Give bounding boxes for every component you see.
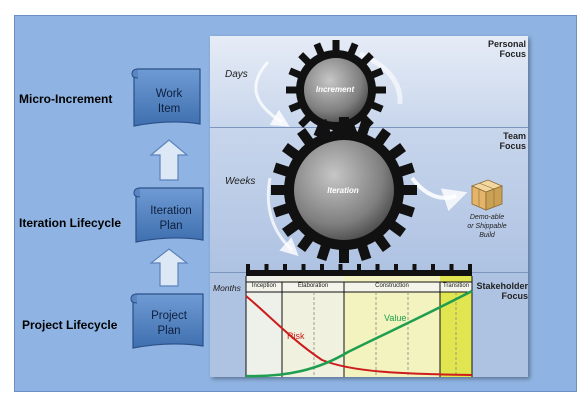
rail-tooth: [357, 264, 361, 272]
team-focus-line-1: Team: [503, 131, 526, 141]
weeks-label: Weeks: [225, 176, 256, 187]
work-item-line-1: Work: [155, 88, 183, 100]
rail-tooth: [449, 264, 454, 272]
phase-construction: Construction: [375, 283, 409, 289]
build-box-icon: [470, 179, 504, 211]
project-plan-line-1: Project: [151, 310, 187, 322]
deliverable-line-2: or Shippable: [467, 223, 507, 230]
team-focus-label: Team Focus: [470, 131, 526, 151]
deliverable-label: Demo-able or Shippable Build: [452, 213, 522, 240]
project-plan-line-2: Plan: [157, 325, 181, 337]
iteration-plan-line-1: Iteration: [150, 205, 192, 217]
inception-phase-shade: [246, 276, 282, 377]
rail-tooth: [283, 264, 287, 272]
gear-tooth: [332, 40, 340, 54]
rail-tooth: [320, 264, 324, 272]
rail-tooth: [468, 264, 472, 272]
deliverable-line-3: Build: [479, 232, 495, 239]
small-gear-cycle-arrow: [254, 60, 290, 127]
stakeholder-focus-line-2: Focus: [501, 291, 528, 301]
rail-tooth: [246, 264, 250, 272]
iteration-plan-scroll: [133, 187, 204, 243]
risk-curve: [245, 295, 473, 376]
team-focus-line-2: Focus: [499, 141, 526, 151]
deliverable-line-1: Demo-able: [469, 214, 505, 221]
stakeholder-focus-line-1: Stakeholder: [476, 281, 528, 291]
rail-tooth: [264, 264, 269, 272]
micro-increment-label: Micro-Increment: [19, 92, 113, 106]
personal-focus-line-1: Personal: [487, 39, 526, 49]
gear-tooth: [400, 185, 417, 195]
up-arrow-lower: [149, 248, 189, 287]
rail-tooth: [375, 264, 380, 272]
iteration-plan-text: Iteration Plan: [140, 204, 202, 234]
value-curve: [245, 289, 473, 378]
gear-hub: [294, 140, 394, 240]
iteration-gear: [271, 117, 417, 263]
timeline-rail: [246, 270, 472, 276]
rail-tooth: [431, 264, 435, 272]
timeline-rail-teeth: [246, 264, 472, 272]
increment-gear-label: Increment: [315, 85, 355, 94]
work-item-line-2: Item: [157, 103, 181, 115]
increment-gear: [286, 40, 386, 140]
gear-hub: [304, 58, 368, 122]
project-lifecycle-label: Project Lifecycle: [22, 318, 118, 332]
work-item-scroll: [131, 68, 201, 127]
phase-inception: Inception: [251, 283, 277, 289]
rail-tooth: [412, 264, 417, 272]
rail-tooth: [338, 264, 343, 272]
project-plan-scroll: [130, 293, 204, 349]
days-label: Days: [225, 69, 248, 80]
construction-phase-shade: [344, 276, 440, 377]
personal-focus-label: Personal Focus: [470, 39, 526, 59]
gear-tooth: [271, 185, 288, 195]
stakeholder-focus-label: Stakeholder Focus: [470, 281, 528, 301]
up-arrow-upper: [149, 139, 189, 181]
deliverable-arrow: [410, 176, 468, 212]
gear-tooth: [339, 117, 349, 134]
months-label: Months: [213, 283, 241, 293]
phase-transition: Transition: [442, 283, 470, 289]
risk-label: Risk: [287, 331, 305, 341]
large-gear-cycle-arrow: [266, 177, 299, 257]
iteration-gear-label: Iteration: [327, 186, 359, 195]
project-plan-text: Project Plan: [138, 309, 200, 339]
iteration-lifecycle-label: Iteration Lifecycle: [19, 216, 122, 230]
lifecycle-scrolls: [130, 68, 204, 349]
phase-elaboration: Elaboration: [297, 283, 329, 289]
rail-tooth: [301, 264, 306, 272]
personal-focus-line-2: Focus: [499, 49, 526, 59]
gear-tooth: [339, 246, 349, 263]
value-label: Value: [384, 313, 407, 323]
rail-tooth: [394, 264, 398, 272]
iteration-plan-line-2: Plan: [159, 220, 183, 232]
work-item-text: Work Item: [140, 87, 198, 117]
